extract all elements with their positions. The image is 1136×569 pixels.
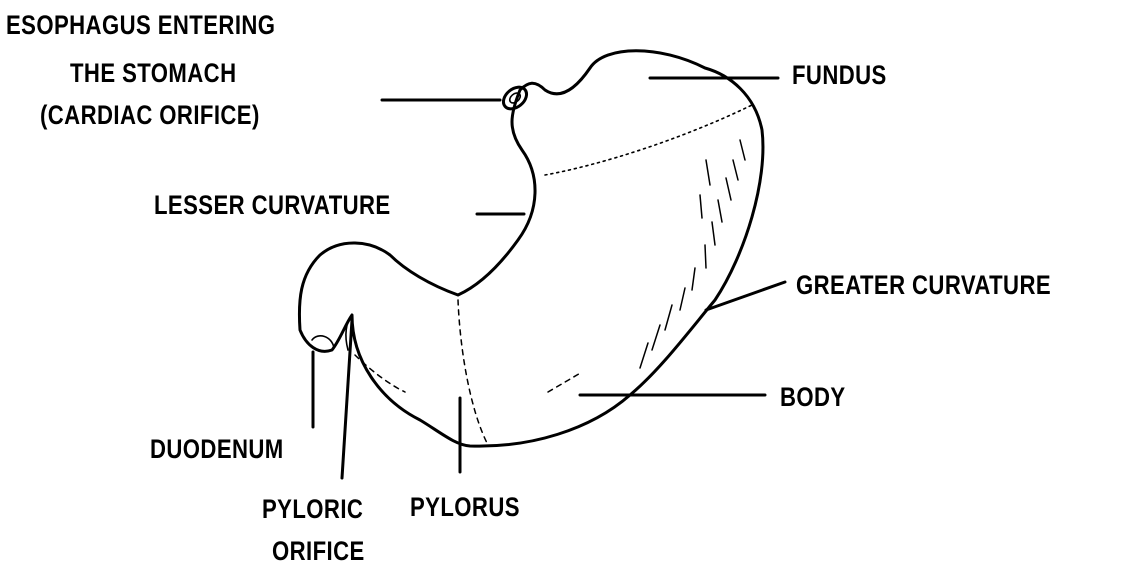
label-esophagus-line3: (CARDIAC ORIFICE): [40, 98, 260, 132]
label-pyloric-orifice-line2: ORIFICE: [272, 534, 365, 568]
pylorus-boundary: [458, 300, 488, 445]
label-pylorus: PYLORUS: [410, 490, 520, 524]
label-pyloric-orifice-line1: PYLORIC: [262, 492, 363, 526]
label-lesser-curvature: LESSER CURVATURE: [154, 188, 391, 222]
stomach-outline: [299, 51, 763, 446]
label-greater-curvature: GREATER CURVATURE: [796, 268, 1051, 302]
duodenum-end: [312, 336, 334, 348]
fundus-body-boundary: [545, 105, 752, 175]
label-esophagus-line1: ESOPHAGUS ENTERING: [6, 8, 275, 42]
cardiac-orifice-ring: [499, 83, 530, 114]
label-esophagus-line2: THE STOMACH: [70, 56, 236, 90]
body-inner-line: [548, 372, 582, 392]
label-fundus: FUNDUS: [792, 58, 887, 92]
label-duodenum: DUODENUM: [150, 432, 284, 466]
greater-curvature-hatching: [640, 140, 745, 368]
label-body: BODY: [780, 380, 846, 414]
